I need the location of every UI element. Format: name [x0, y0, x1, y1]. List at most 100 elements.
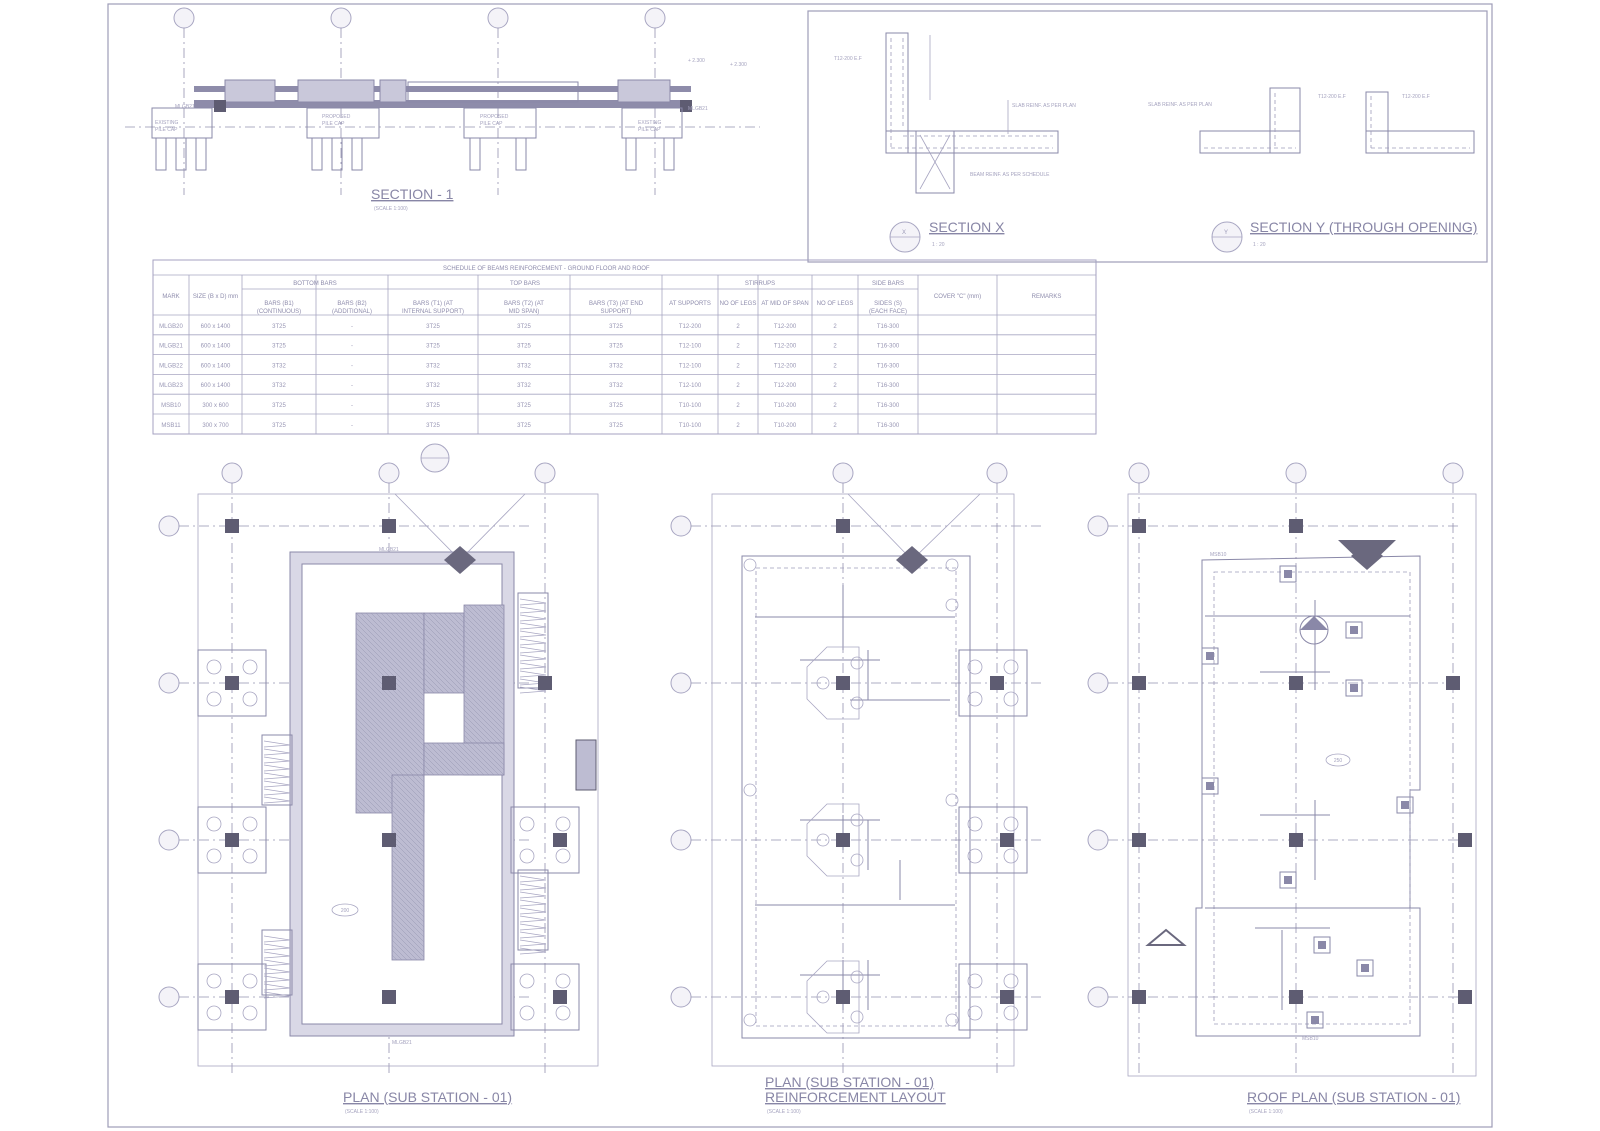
schedule-column-header: SIDES (S) — [874, 301, 902, 307]
column — [1458, 990, 1472, 1004]
schedule-group-header: SIDE BARS — [872, 281, 904, 287]
svg-text:PILE CAP: PILE CAP — [322, 121, 345, 127]
schedule-cell: 3T25 — [517, 423, 531, 429]
schedule-column-header: BARS (B2) — [337, 301, 366, 307]
schedule-cell: 3T32 — [272, 363, 286, 369]
column — [1132, 676, 1146, 690]
schedule-cell: 3T32 — [426, 363, 440, 369]
column — [836, 833, 850, 847]
column — [836, 676, 850, 690]
grid-bubble — [158, 515, 180, 537]
schedule-group-header: STIRRUPS — [745, 281, 775, 287]
schedule-cell: T16-300 — [877, 403, 900, 409]
column — [225, 519, 239, 533]
plan-2-title: PLAN (SUB STATION - 01) — [765, 1074, 934, 1090]
column — [225, 990, 239, 1004]
grid-bubble — [534, 462, 556, 484]
schedule-column-header: BARS (B1) — [264, 301, 293, 307]
schedule-cell: T16-300 — [877, 344, 900, 350]
section-y-marker-label: Y — [1224, 230, 1228, 236]
grid-bubble — [487, 7, 509, 29]
column — [836, 990, 850, 1004]
svg-text:PILE CAP: PILE CAP — [638, 127, 661, 133]
slab-note: SLAB REINF. AS PER PLAN — [1012, 103, 1076, 109]
schedule-cell: 3T25 — [517, 344, 531, 350]
grid-bubble — [1442, 462, 1464, 484]
section-1-scale: (SCALE 1:100) — [374, 206, 408, 212]
svg-text:PILE CAP: PILE CAP — [480, 121, 503, 127]
schedule-cell: - — [351, 344, 353, 350]
slab-thickness-tag: 200 — [341, 908, 350, 914]
schedule-cell: 3T25 — [426, 324, 440, 330]
grid-bubble — [1087, 829, 1109, 851]
schedule-cell: - — [351, 403, 353, 409]
column — [1289, 990, 1303, 1004]
column — [1000, 990, 1014, 1004]
schedule-column-header: AT MID OF SPAN — [761, 301, 808, 307]
bar-note: T12-200 E.F — [1402, 94, 1430, 100]
level-tag: + 2.300 — [730, 62, 747, 68]
schedule-column-header: NO OF LEGS — [720, 301, 757, 307]
schedule-cell: - — [351, 324, 353, 330]
schedule-cell: MLGB21 — [159, 344, 183, 350]
schedule-column-header: SIZE (B x D) mm — [193, 294, 238, 300]
column — [538, 676, 552, 690]
grid-bubble — [670, 986, 692, 1008]
section-x-marker-label: X — [902, 230, 906, 236]
grid-bubble — [1285, 462, 1307, 484]
schedule-cell: 3T25 — [426, 423, 440, 429]
grid-bubble — [1128, 462, 1150, 484]
schedule-column-header: COVER "C" (mm) — [934, 294, 981, 300]
grid-bubble — [158, 829, 180, 851]
schedule-cell: T16-300 — [877, 324, 900, 330]
plan-2-scale: (SCALE 1:100) — [767, 1109, 801, 1115]
column — [1132, 519, 1146, 533]
grid-bubble — [1087, 515, 1109, 537]
schedule-cell: T12-200 — [774, 324, 797, 330]
schedule-cell: T10-100 — [679, 403, 702, 409]
schedule-cell: 3T25 — [517, 403, 531, 409]
schedule-cell: T16-300 — [877, 423, 900, 429]
grid-bubble — [644, 7, 666, 29]
schedule-cell: 3T25 — [609, 423, 623, 429]
schedule-column-header: INTERNAL SUPPORT) — [402, 309, 464, 315]
column — [225, 833, 239, 847]
schedule-cell: T10-100 — [679, 423, 702, 429]
schedule-cell: 600 x 1400 — [201, 363, 231, 369]
schedule-cell: 2 — [736, 423, 740, 429]
grid-bubble — [986, 462, 1008, 484]
grid-bubble — [670, 672, 692, 694]
beam-tag: MSB10 — [1210, 552, 1227, 558]
column — [382, 990, 396, 1004]
schedule-cell: 3T25 — [609, 344, 623, 350]
schedule-cell: MLGB22 — [159, 363, 183, 369]
schedule-column-header: BARS (T3) (AT END — [589, 301, 644, 307]
schedule-column-header: BARS (T1) (AT — [413, 301, 453, 307]
svg-text:EXISTING: EXISTING — [638, 120, 661, 126]
schedule-cell: T12-100 — [679, 363, 702, 369]
column — [1132, 990, 1146, 1004]
section-y-scale: 1 : 20 — [1253, 242, 1266, 248]
column — [382, 519, 396, 533]
schedule-cell: T16-300 — [877, 363, 900, 369]
beam-note: BEAM REINF. AS PER SCHEDULE — [970, 172, 1050, 178]
schedule-cell: 3T25 — [609, 403, 623, 409]
svg-text:PROPOSED: PROPOSED — [480, 114, 509, 120]
column — [1458, 833, 1472, 847]
schedule-cell: T12-100 — [679, 383, 702, 389]
column — [836, 519, 850, 533]
schedule-group-header: BOTTOM BARS — [293, 281, 337, 287]
schedule-cell: 2 — [833, 423, 837, 429]
schedule-cell: 2 — [736, 403, 740, 409]
schedule-cell: T16-300 — [877, 383, 900, 389]
schedule-cell: 2 — [833, 383, 837, 389]
schedule-cell: 2 — [736, 324, 740, 330]
schedule-cell: 2 — [833, 324, 837, 330]
plan-1-title: PLAN (SUB STATION - 01) — [343, 1089, 512, 1105]
schedule-title: SCHEDULE OF BEAMS REINFORCEMENT - GROUND… — [443, 266, 650, 272]
schedule-cell: MSB11 — [161, 423, 181, 429]
schedule-cell: 600 x 1400 — [201, 383, 231, 389]
schedule-column-header: (EACH FACE) — [869, 309, 907, 315]
beam-tag: MLGB21 — [175, 104, 195, 110]
schedule-column-header: REMARKS — [1032, 294, 1062, 300]
